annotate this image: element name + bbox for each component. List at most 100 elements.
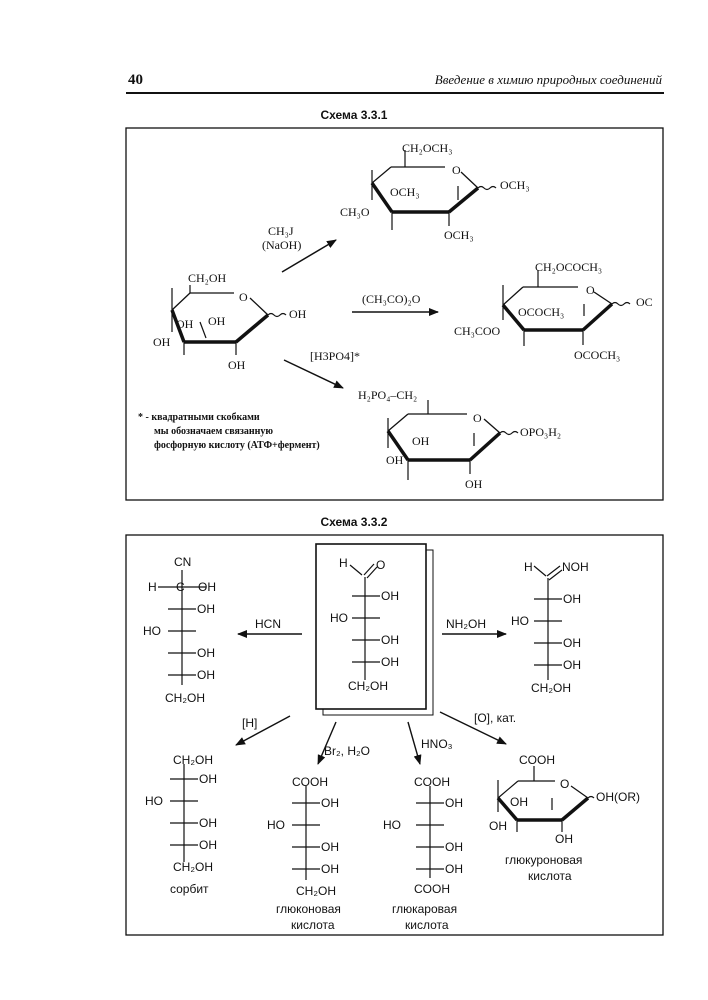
glucuronic-haworth xyxy=(496,766,595,832)
cyanohydrin-h: H xyxy=(148,580,157,594)
cyanohydrin-oh-c5: OH xyxy=(197,668,215,682)
methyl-o2-label: OCH₃ xyxy=(444,228,474,242)
cyanohydrin-cn: CN xyxy=(174,555,191,569)
phosphate-c6-label: H₂PO₄–CH₂ xyxy=(358,388,417,402)
scheme-1-frame xyxy=(125,127,664,501)
glucose-oh-c2-up: OH xyxy=(208,314,226,328)
glucose-box xyxy=(315,543,427,710)
methyl-glucoside xyxy=(370,150,497,230)
arrow-reduction xyxy=(235,715,291,746)
glucuronic-ring-oxygen: O xyxy=(560,777,569,791)
phosphate-oh-c2: OH xyxy=(465,477,483,491)
scheme-2-title: Схема 3.3.2 xyxy=(320,515,388,529)
ring-oxygen: O xyxy=(452,163,461,177)
glucuronic-oh-c2: OH xyxy=(555,832,573,846)
glucaric-oh-c4: OH xyxy=(445,840,463,854)
oxime-noh: NOH xyxy=(562,560,589,574)
glucose-oh-c5: OH xyxy=(381,655,399,669)
gluconic-fischer xyxy=(292,786,320,880)
oxime-oh-c5: OH xyxy=(563,658,581,672)
gluconic-ho-c3: HO xyxy=(267,818,285,832)
acetyl-o2-label: OCOCH₃ xyxy=(574,348,620,362)
cyanohydrin-ho-c3: HO xyxy=(143,624,161,638)
oxime-fischer xyxy=(533,565,563,680)
reagent-nh2oh: NH₂OH xyxy=(446,617,486,631)
ring-oxygen: O xyxy=(239,290,248,304)
glucose-c6-label: CH₂OH xyxy=(188,271,227,285)
glucose-fischer xyxy=(349,563,380,680)
glucose-oh-c2: OH xyxy=(381,589,399,603)
footnote-line-1: * - квадратными скобками xyxy=(138,412,260,423)
sorbitol-c6: CH₂OH xyxy=(173,860,213,874)
cyanohydrin-c1: C xyxy=(176,580,185,594)
reagent-ch3j: CH₃J xyxy=(268,224,294,238)
reagent-br2: Br₂, H₂O xyxy=(324,744,370,758)
glucaric-name-line-1: глюкаровая xyxy=(392,902,457,916)
reagent-acetic-anhydride: (CH₃CO)₂O xyxy=(362,292,421,306)
oxime-h: H xyxy=(524,560,533,574)
glucose-phosphate xyxy=(386,400,519,480)
scheme-1-title: Схема 3.3.1 xyxy=(320,108,388,122)
gluconic-c6: CH₂OH xyxy=(296,884,336,898)
glucose-aldehyde-o: O xyxy=(376,558,385,572)
phosphate-oh-c3: OH xyxy=(386,453,404,467)
gluconic-oh-c2: OH xyxy=(321,796,339,810)
arrow-methylation xyxy=(281,239,337,273)
sorbitol-oh-c5: OH xyxy=(199,838,217,852)
glucaric-fischer xyxy=(416,786,444,878)
sorbitol-oh-c4: OH xyxy=(199,816,217,830)
ring-oxygen: O xyxy=(473,411,482,425)
arrow-hno3 xyxy=(407,721,422,765)
glucuronic-name-line-1: глюкуроновая xyxy=(505,853,582,867)
glucose-aldehyde-h: H xyxy=(339,556,348,570)
arrow-phosphorylation xyxy=(283,359,344,389)
gluconic-c1: COOH xyxy=(292,775,328,789)
cyanohydrin-oh-c4: OH xyxy=(197,646,215,660)
gluconic-name-line-2: кислота xyxy=(291,918,335,932)
header-rule xyxy=(126,92,664,94)
scheme-1: CH₂OH O OH OH OH OH OH CH₃J (NaOH) (CH₃C… xyxy=(125,127,664,501)
glucose-oh-c3: OH xyxy=(153,335,171,349)
oxime-ho-c3: HO xyxy=(511,614,529,628)
oxime-oh-c4: OH xyxy=(563,636,581,650)
reagent-h: [H] xyxy=(242,716,257,730)
gluconic-oh-c5: OH xyxy=(321,862,339,876)
glucaric-name-line-2: кислота xyxy=(405,918,449,932)
glucuronic-o1: OH(OR) xyxy=(596,790,640,804)
arrow-br2 xyxy=(317,721,337,765)
glucose-haworth xyxy=(170,285,287,355)
phosphate-o1-label: OPO₃H₂ xyxy=(520,425,561,439)
gluconic-oh-c4: OH xyxy=(321,840,339,854)
cyanohydrin-fischer xyxy=(158,570,206,685)
glucaric-ho-c3: HO xyxy=(383,818,401,832)
footnote-line-2: мы обозначаем связанную xyxy=(154,426,273,437)
reagent-naoh: (NaOH) xyxy=(262,238,301,252)
oxime-c6: CH₂OH xyxy=(531,681,571,695)
sorbitol-name: сорбит xyxy=(170,882,209,896)
gluconic-name-line-1: глюконовая xyxy=(276,902,341,916)
methyl-o4-label: CH₃O xyxy=(340,205,370,219)
reagent-hcn: HCN xyxy=(255,617,281,631)
glucuronic-oh-c3: OH xyxy=(489,819,507,833)
acetyl-o1-label: OC xyxy=(636,295,653,309)
phosphate-oh-c4: OH xyxy=(412,434,430,448)
sorbitol-ho-c3: HO xyxy=(145,794,163,808)
reagent-h3po4: [H3PO4]* xyxy=(310,349,360,363)
cyanohydrin-oh-c1: OH xyxy=(198,580,216,594)
cyanohydrin-c6: CH₂OH xyxy=(165,691,205,705)
arrow-oxidation xyxy=(439,711,507,745)
methyl-o3-label: OCH₃ xyxy=(390,185,420,199)
acetyl-c6-label: CH₂OCOCH₃ xyxy=(535,260,602,274)
glucaric-oh-c5: OH xyxy=(445,862,463,876)
methyl-o1-label: OCH₃ xyxy=(500,178,530,192)
cyanohydrin-oh-c2: OH xyxy=(197,602,215,616)
methyl-c6-label: CH₂OCH₃ xyxy=(402,141,452,155)
scheme-2-frame xyxy=(125,534,664,936)
sorbitol-c1: CH₂OH xyxy=(173,753,213,767)
sorbitol-fischer xyxy=(170,764,198,862)
reagent-hno3: HNO₃ xyxy=(421,737,453,751)
sorbitol-oh-c2: OH xyxy=(199,772,217,786)
acetyl-o3-label: OCOCH₃ xyxy=(518,305,564,319)
glucaric-c6: COOH xyxy=(414,882,450,896)
ring-oxygen: O xyxy=(586,283,595,297)
